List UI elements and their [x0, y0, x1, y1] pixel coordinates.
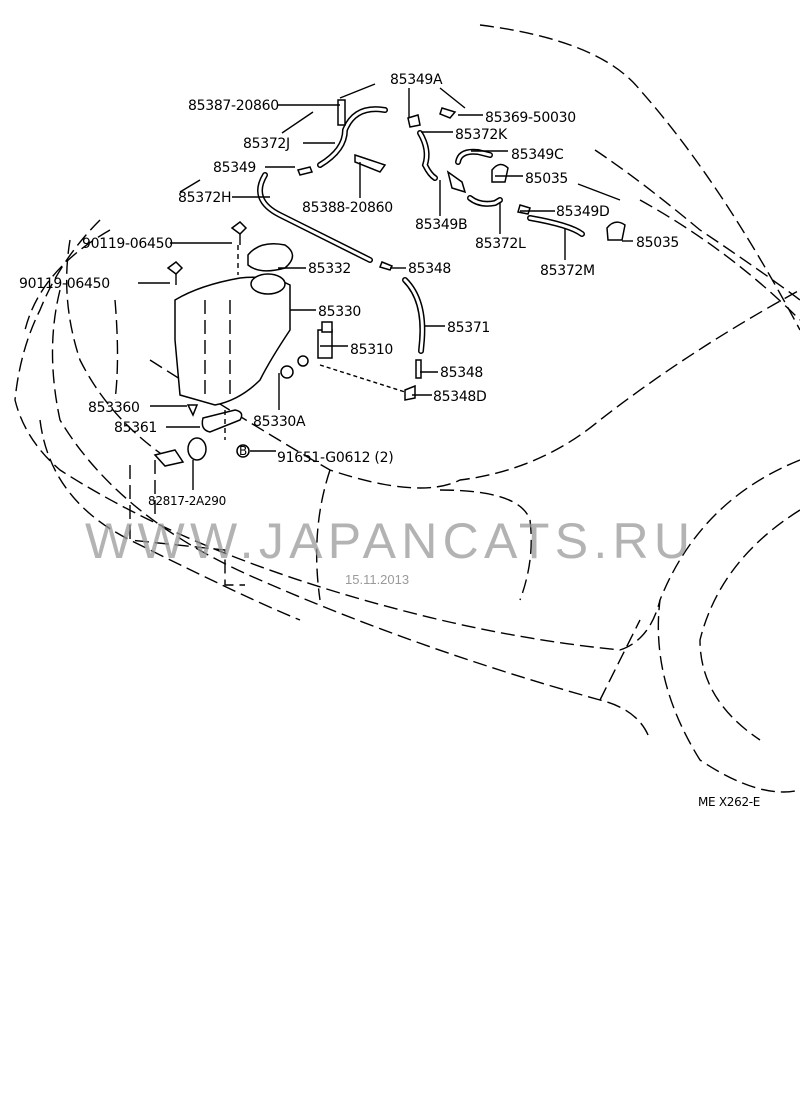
label-85332[interactable]: 85332 — [308, 261, 351, 277]
label-85349B[interactable]: 85349B — [415, 217, 468, 233]
label-90119-06450-upper[interactable]: 90119-06450 — [82, 236, 173, 252]
label-91651-G0612[interactable]: 91651-G0612 (2) — [277, 450, 394, 466]
part-shapes — [153, 99, 626, 467]
part-labels: 85349A 85387-20860 85369-50030 85372K 85… — [19, 72, 760, 809]
label-85369-50030[interactable]: 85369-50030 — [485, 110, 576, 126]
label-85372M[interactable]: 85372M — [540, 263, 595, 279]
label-853360[interactable]: 853360 — [88, 400, 140, 416]
bolt-marker-b: B — [239, 444, 247, 458]
label-85371[interactable]: 85371 — [447, 320, 490, 336]
label-85330A[interactable]: 85330A — [253, 414, 306, 430]
label-85372K[interactable]: 85372K — [455, 127, 508, 143]
label-85372J[interactable]: 85372J — [243, 136, 290, 152]
label-85387-20860[interactable]: 85387-20860 — [188, 98, 279, 114]
label-85349A[interactable]: 85349A — [390, 72, 443, 88]
label-85035-lower[interactable]: 85035 — [636, 235, 679, 251]
label-85372L[interactable]: 85372L — [475, 236, 526, 252]
label-85348D[interactable]: 85348D — [433, 389, 487, 405]
label-85330[interactable]: 85330 — [318, 304, 361, 320]
label-85361[interactable]: 85361 — [114, 420, 157, 436]
label-85035-upper[interactable]: 85035 — [525, 171, 568, 187]
label-85349[interactable]: 85349 — [213, 160, 256, 176]
label-85310[interactable]: 85310 — [350, 342, 393, 358]
label-85348-upper[interactable]: 85348 — [408, 261, 451, 277]
label-85349D[interactable]: 85349D — [556, 204, 610, 220]
label-82817-2A290[interactable]: 82817-2A290 — [148, 494, 226, 508]
watermark-date: 15.11.2013 — [345, 572, 409, 587]
leader-lines — [138, 83, 633, 490]
watermark: WWW.JAPANCATS.RU — [85, 513, 690, 569]
label-85349C[interactable]: 85349C — [511, 147, 564, 163]
diagram-code: ME X262-E — [698, 795, 760, 809]
label-85348-lower[interactable]: 85348 — [440, 365, 483, 381]
label-90119-06450-lower[interactable]: 90119-06450 — [19, 276, 110, 292]
label-85388-20860[interactable]: 85388-20860 — [302, 200, 393, 216]
hoses — [257, 106, 585, 354]
label-85372H[interactable]: 85372H — [178, 190, 232, 206]
car-body-outline — [14, 24, 800, 793]
